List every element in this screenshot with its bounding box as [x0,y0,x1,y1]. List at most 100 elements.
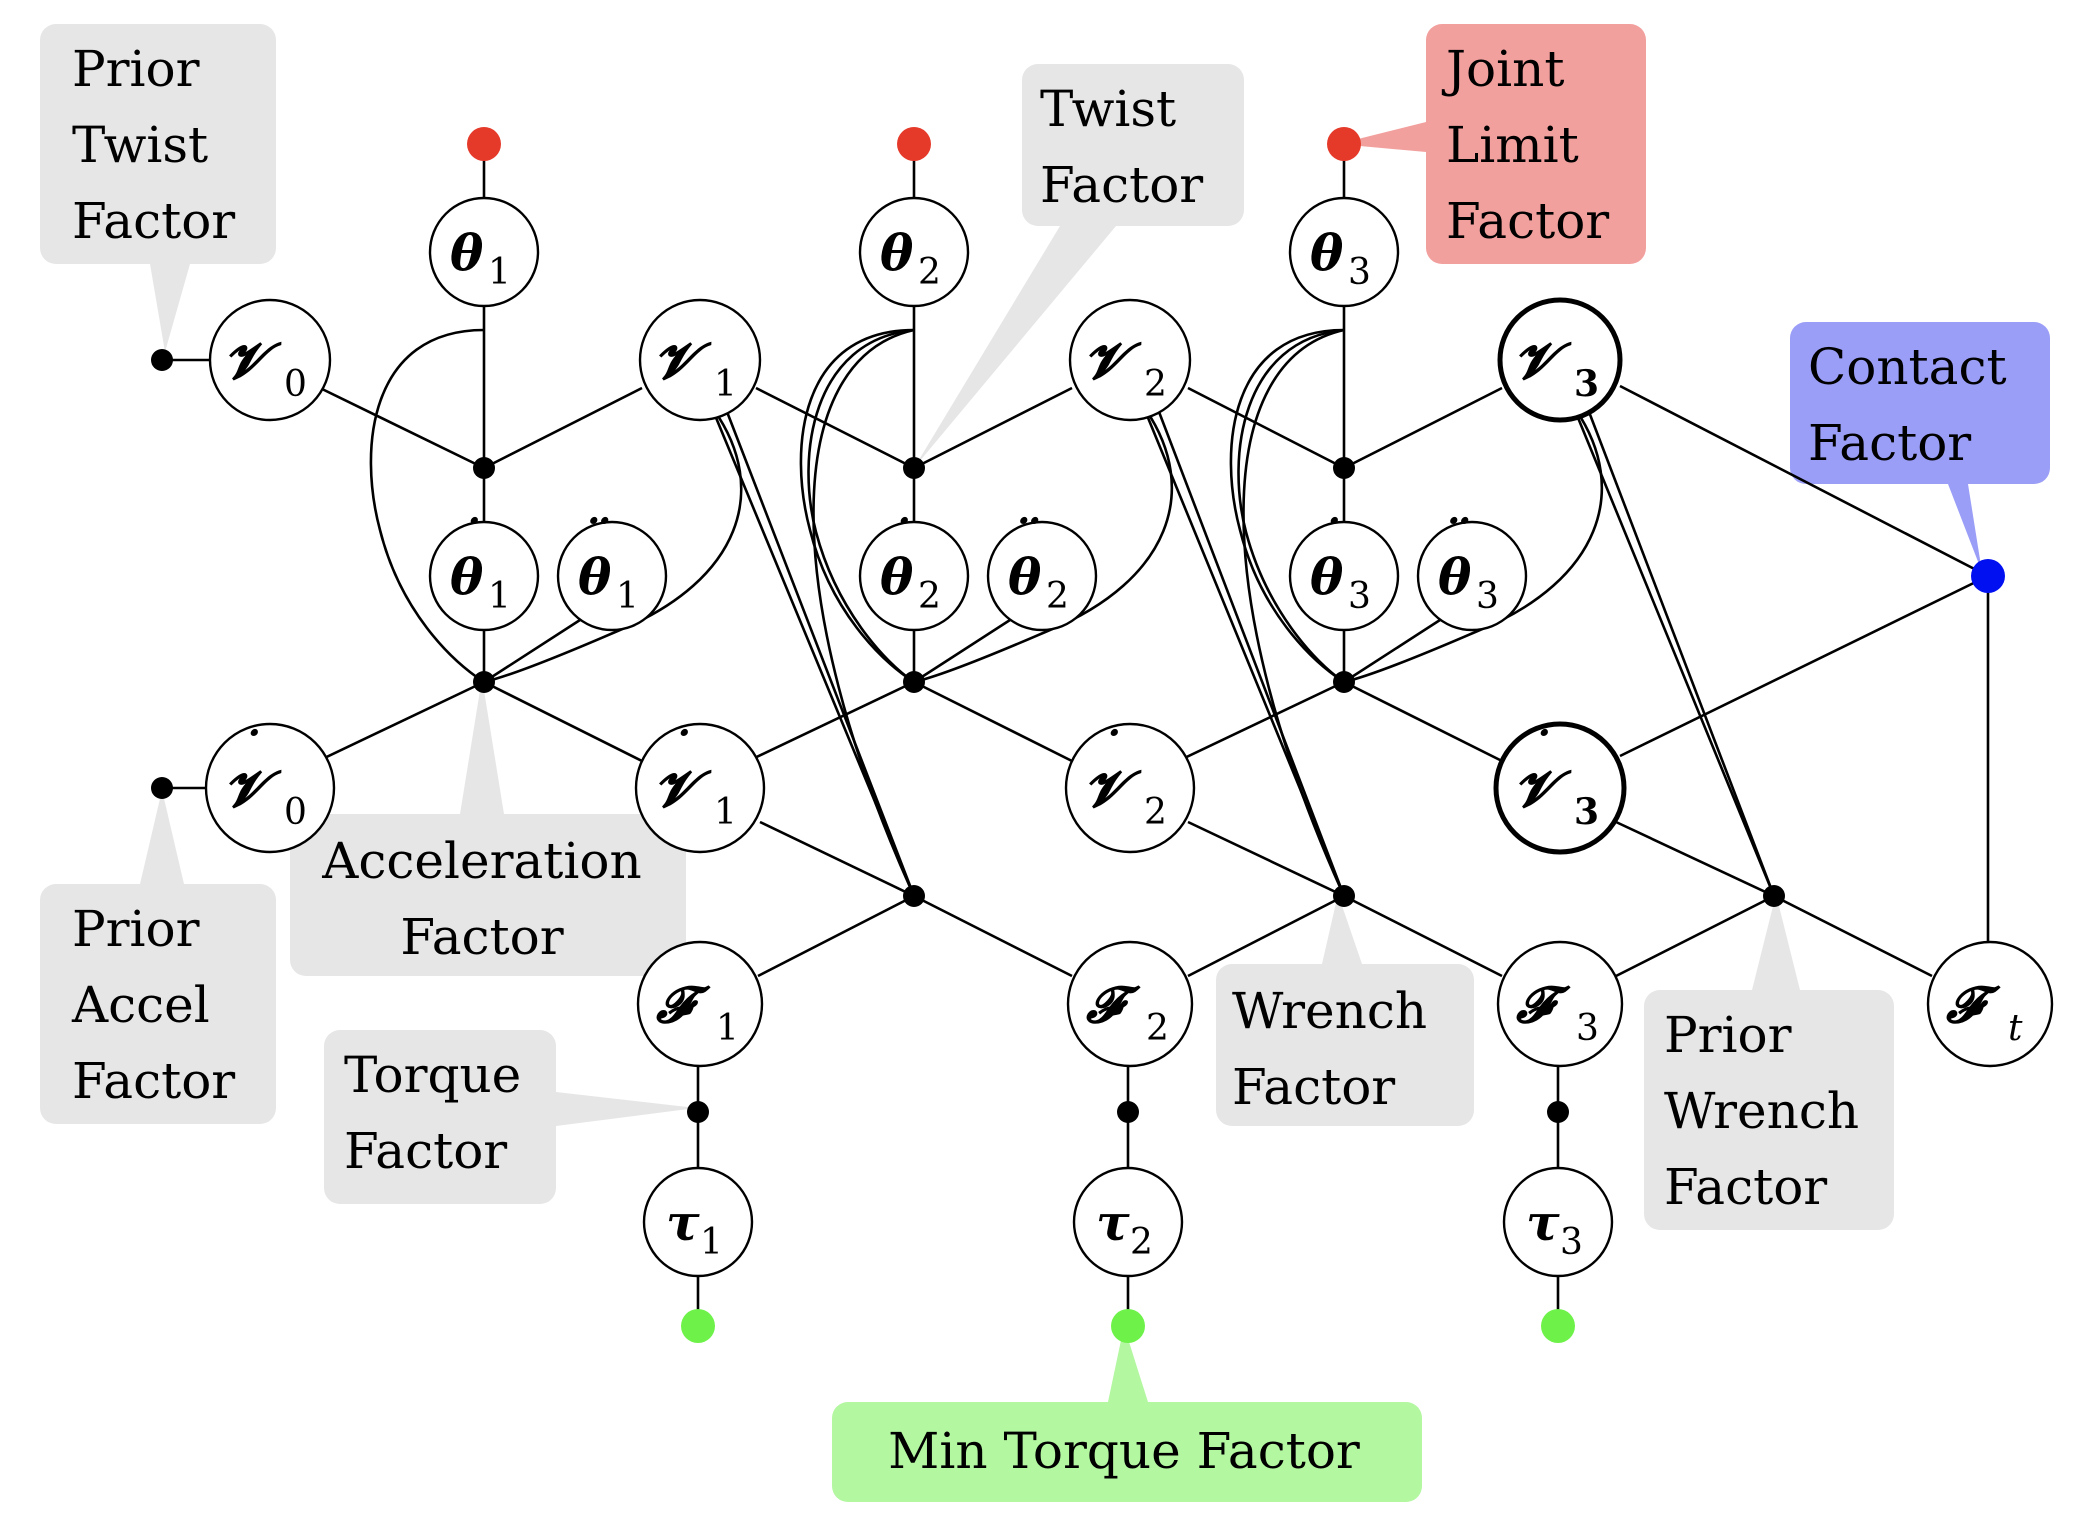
node-Ft: 𝓕 t [1926,940,2054,1068]
svg-text:1: 1 [716,1008,739,1049]
wrench-factor-1 [903,885,925,907]
svg-text:θ: θ [450,223,484,282]
svg-text:τ: τ [1526,1193,1560,1252]
callout-min-torque-line1: Min Torque Factor [888,1422,1360,1480]
twist-factor-3 [1333,457,1355,479]
node-theta2: θ 2 [858,196,970,308]
factor-dots [151,127,2005,1343]
callout-twist-line2: Factor [1040,156,1203,214]
callout-twist: Twist Factor [914,64,1244,468]
contact-factor [1971,559,2005,593]
svg-text:3: 3 [1476,576,1499,617]
svg-text:0: 0 [284,792,307,833]
twist-factor-2 [903,457,925,479]
svg-text:0: 0 [284,364,307,405]
node-theta-ddot3: θ ¨ 3 [1416,509,1528,632]
svg-text:2: 2 [1144,364,1167,405]
callout-joint-limit-line1: Joint [1441,40,1564,98]
svg-text:1: 1 [714,792,737,833]
callout-wrench-line1: Wrench [1232,982,1427,1040]
svg-text:˙: ˙ [1528,721,1553,780]
callout-prior-accel: Prior Accel Factor [40,790,276,1124]
svg-text:3: 3 [1574,363,1599,405]
node-V2: 𝓥 2 [1068,298,1192,422]
callout-contact-line2: Factor [1808,414,1971,472]
node-F2: 𝓕 2 [1066,940,1194,1068]
svg-text:θ: θ [1310,223,1344,282]
accel-factor-1 [473,671,495,693]
callout-prior-wrench-line1: Prior [1664,1006,1792,1064]
node-theta-ddot2: θ ¨ 2 [986,509,1098,632]
prior-twist-factor [151,349,173,371]
wrench-factor-2 [1333,885,1355,907]
svg-text:2: 2 [1130,1222,1153,1263]
callout-twist-line1: Twist [1040,80,1176,138]
callout-prior-wrench-line2: Wrench [1664,1082,1859,1140]
callout-prior-accel-line3: Factor [72,1052,235,1110]
node-V0: 𝓥 0 [208,298,332,422]
svg-text:3: 3 [1560,1222,1583,1263]
node-F1: 𝓕 1 [636,940,764,1068]
prior-accel-factor [151,777,173,799]
callout-prior-accel-line2: Accel [71,976,210,1034]
svg-text:2: 2 [1146,1008,1169,1049]
joint-limit-factor-3 [1327,127,1361,161]
callout-acceleration-line1: Acceleration [321,832,641,890]
callout-torque-line2: Factor [344,1122,507,1180]
svg-text:τ: τ [666,1193,700,1252]
joint-limit-factor-2 [897,127,931,161]
svg-text:θ: θ [578,547,612,606]
min-torque-factor-2 [1111,1309,1145,1343]
accel-factor-3 [1333,671,1355,693]
node-theta-dot2: θ ˙ 2 [858,509,970,632]
svg-text:2: 2 [918,252,941,293]
callout-prior-twist-line2: Twist [72,116,208,174]
node-theta-dot1: θ ˙ 1 [428,509,540,632]
callout-prior-wrench: Prior Wrench Factor [1644,894,1894,1230]
svg-text:˙: ˙ [458,509,483,568]
svg-text:˙: ˙ [1098,721,1123,780]
svg-text:θ: θ [1310,547,1344,606]
node-F3: 𝓕 3 [1496,940,1624,1068]
node-V-dot2: 𝓥 ˙ 2 [1064,721,1196,854]
svg-text:¨: ¨ [1442,509,1469,568]
node-V-dot0: 𝓥 ˙ 0 [204,721,336,854]
callout-joint-limit-line2: Limit [1446,116,1579,174]
svg-text:θ: θ [880,223,914,282]
variable-nodes: 𝓥 0 𝓥 1 𝓥 2 𝓥 3 θ 1 θ 2 [204,196,2054,1278]
svg-text:t: t [2008,1008,2023,1049]
node-theta-ddot1: θ ¨ 1 [556,509,668,632]
callout-acceleration-line2: Factor [400,908,563,966]
callout-torque: Torque Factor [324,1030,696,1204]
svg-text:˙: ˙ [238,721,263,780]
svg-text:2: 2 [1144,792,1167,833]
svg-text:1: 1 [488,252,511,293]
svg-text:θ: θ [1008,547,1042,606]
callout-prior-wrench-line3: Factor [1664,1158,1827,1216]
node-V-dot1: 𝓥 ˙ 1 [634,721,766,854]
svg-text:¨: ¨ [582,509,609,568]
joint-limit-factor-1 [467,127,501,161]
svg-text:2: 2 [918,576,941,617]
callout-joint-limit: Joint Limit Factor [1338,24,1646,264]
node-V3: 𝓥 3 [1497,297,1623,423]
node-tau2: τ 2 [1072,1166,1184,1278]
min-torque-factor-3 [1541,1309,1575,1343]
callout-prior-twist-line1: Prior [72,40,200,98]
svg-text:3: 3 [1574,791,1599,833]
callout-prior-accel-line1: Prior [72,900,200,958]
svg-text:¨: ¨ [1012,509,1039,568]
torque-factor-1 [687,1101,709,1123]
node-tau1: τ 1 [642,1166,754,1278]
svg-text:1: 1 [488,576,511,617]
svg-text:θ: θ [1438,547,1472,606]
svg-text:3: 3 [1576,1008,1599,1049]
callout-wrench: Wrench Factor [1216,894,1474,1126]
svg-text:1: 1 [616,576,639,617]
svg-text:˙: ˙ [1318,509,1343,568]
svg-text:3: 3 [1348,576,1371,617]
min-torque-factor-1 [681,1309,715,1343]
svg-text:˙: ˙ [668,721,693,780]
accel-factor-2 [903,671,925,693]
